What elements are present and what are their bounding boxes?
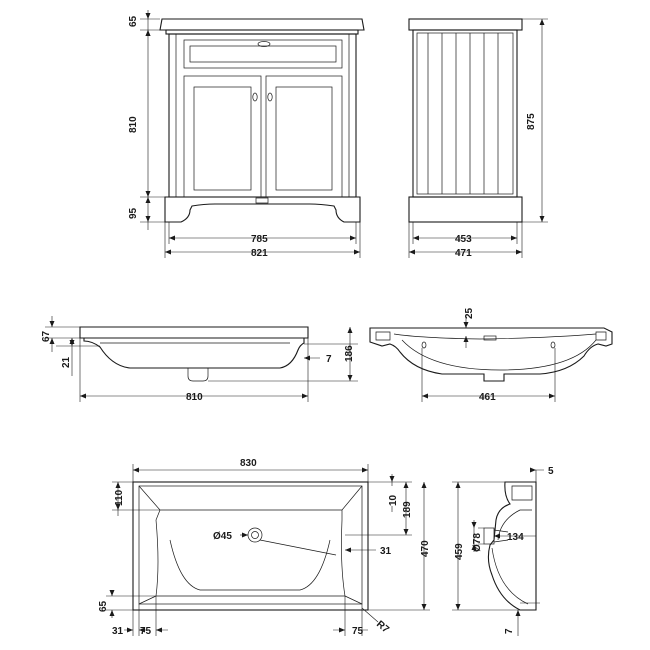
- dim-top-height: 65: [128, 15, 139, 27]
- dim-overflow-gap: 7: [326, 354, 332, 365]
- cabinet-front-dimensions: 65 810 95 785 821: [128, 10, 361, 259]
- basin-front-view: [79, 326, 309, 382]
- dim-side-height: 875: [526, 113, 537, 130]
- dim-section-height: 459: [454, 543, 465, 560]
- basin-section-dimensions: 5 Ø78 134 459 7: [452, 466, 554, 636]
- dim-tap-hole-diameter: Ø45: [213, 531, 232, 542]
- dim-waste-depth: 134: [507, 532, 524, 543]
- dim-plan-corner-height: 65: [98, 600, 109, 612]
- dim-section-rim: 5: [548, 466, 554, 477]
- dim-tap-to-bowl: 189: [402, 501, 413, 518]
- dim-plan-top-margin: 110: [114, 489, 125, 506]
- dim-side-overall-depth: 471: [455, 248, 472, 259]
- basin-side-dimensions: 25 461: [421, 307, 556, 403]
- dim-overall-width: 821: [251, 248, 268, 259]
- basin-section-view: [483, 481, 537, 611]
- basin-plan-dimensions: 830 110 10 189 470 Ø45 31 65 31: [98, 458, 431, 637]
- basin-side-view: [369, 327, 613, 382]
- dim-body-height: 810: [128, 116, 139, 133]
- basin-front-dimensions: 67 21 186 7 810: [41, 316, 358, 403]
- dim-overflow-height: 25: [464, 307, 475, 319]
- dim-plan-width: 830: [240, 458, 257, 469]
- dim-waste-diameter: Ø78: [472, 533, 483, 552]
- dim-plan-depth: 470: [420, 540, 431, 557]
- dim-right-margin: 75: [352, 626, 364, 637]
- dim-waste-offset: 31: [380, 546, 392, 557]
- dim-bowl-offset: 21: [61, 356, 72, 368]
- dim-section-base: 7: [504, 628, 515, 634]
- dim-rim-height: 67: [41, 330, 52, 342]
- dim-plinth-height: 95: [128, 207, 139, 219]
- dim-inner-width: 785: [251, 234, 268, 245]
- cabinet-side-view: 875 453 471: [408, 18, 548, 259]
- basin-plan-view: [132, 481, 369, 611]
- dim-corner-radius: R7: [374, 619, 391, 636]
- dim-side-inner-depth: 453: [455, 234, 472, 245]
- dim-basin-width: 810: [186, 392, 203, 403]
- dim-basin-height: 186: [344, 345, 355, 362]
- dim-left-margin: 75: [140, 626, 152, 637]
- dim-left-rim: 31: [112, 626, 124, 637]
- dim-tap-offset: 10: [388, 494, 399, 506]
- cabinet-front-view: [159, 18, 365, 223]
- dim-side-depth: 461: [479, 392, 496, 403]
